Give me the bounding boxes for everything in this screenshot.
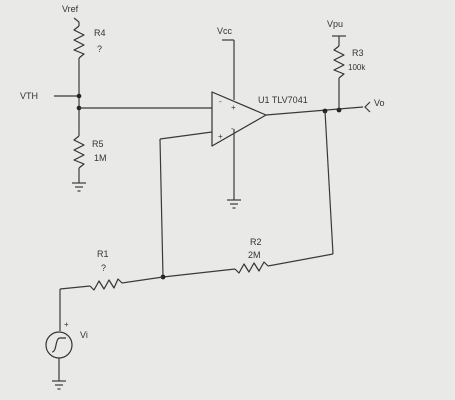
r5-value: 1M (94, 153, 107, 163)
opamp-u1: - + + - (211, 91, 267, 147)
vref-label: Vref (62, 4, 79, 14)
resistor-r1: R1 ? (89, 249, 123, 291)
vi-label: Vi (80, 330, 88, 340)
r2-label: R2 (250, 237, 262, 247)
ramp-icon (51, 337, 66, 353)
opamp-pin-minus: - (219, 97, 222, 106)
r1-value: ? (101, 263, 106, 273)
r5-label: R5 (92, 139, 104, 149)
r4-label: R4 (94, 28, 106, 38)
wire-feedback-down (324, 110, 334, 255)
ground-icon (227, 199, 241, 209)
wire-minus-down (159, 138, 164, 278)
source-plus-marker: + (64, 320, 69, 329)
opamp-supply-plus: + (231, 103, 236, 112)
resistor-r4: R4 ? (73, 25, 106, 59)
wire-r1-source (59, 285, 91, 290)
r3-label: R3 (352, 48, 364, 58)
wire-node-r1 (121, 276, 164, 284)
resistor-r2: R2 2M (234, 237, 269, 274)
opamp-label: U1 TLV7041 (258, 95, 308, 105)
ground-icon (52, 380, 66, 390)
opamp-supply-minus: - (231, 124, 234, 133)
r1-label: R1 (97, 249, 109, 259)
resistor-r3: R3 100k (333, 45, 366, 79)
r2-value: 2M (248, 250, 261, 260)
junction-vth (76, 93, 82, 99)
wire-r2-node (162, 268, 236, 278)
vpu-label: Vpu (327, 19, 343, 29)
vcc-label: Vcc (217, 26, 233, 36)
wire-minus-input (159, 131, 213, 140)
r4-value: ? (97, 44, 102, 54)
voltage-source-vi: + (45, 320, 73, 359)
wire-output (265, 106, 364, 116)
r3-value: 100k (348, 63, 366, 72)
ground-icon (72, 182, 86, 192)
opamp-pin-plus: + (218, 132, 223, 141)
vref-node: Vref (62, 4, 80, 23)
resistor-r5: R5 1M (73, 135, 107, 169)
vth-label: VTH (20, 91, 38, 101)
vo-label: Vo (374, 98, 385, 108)
output-terminal-icon (364, 101, 371, 113)
wire-feedback-return (267, 253, 334, 267)
